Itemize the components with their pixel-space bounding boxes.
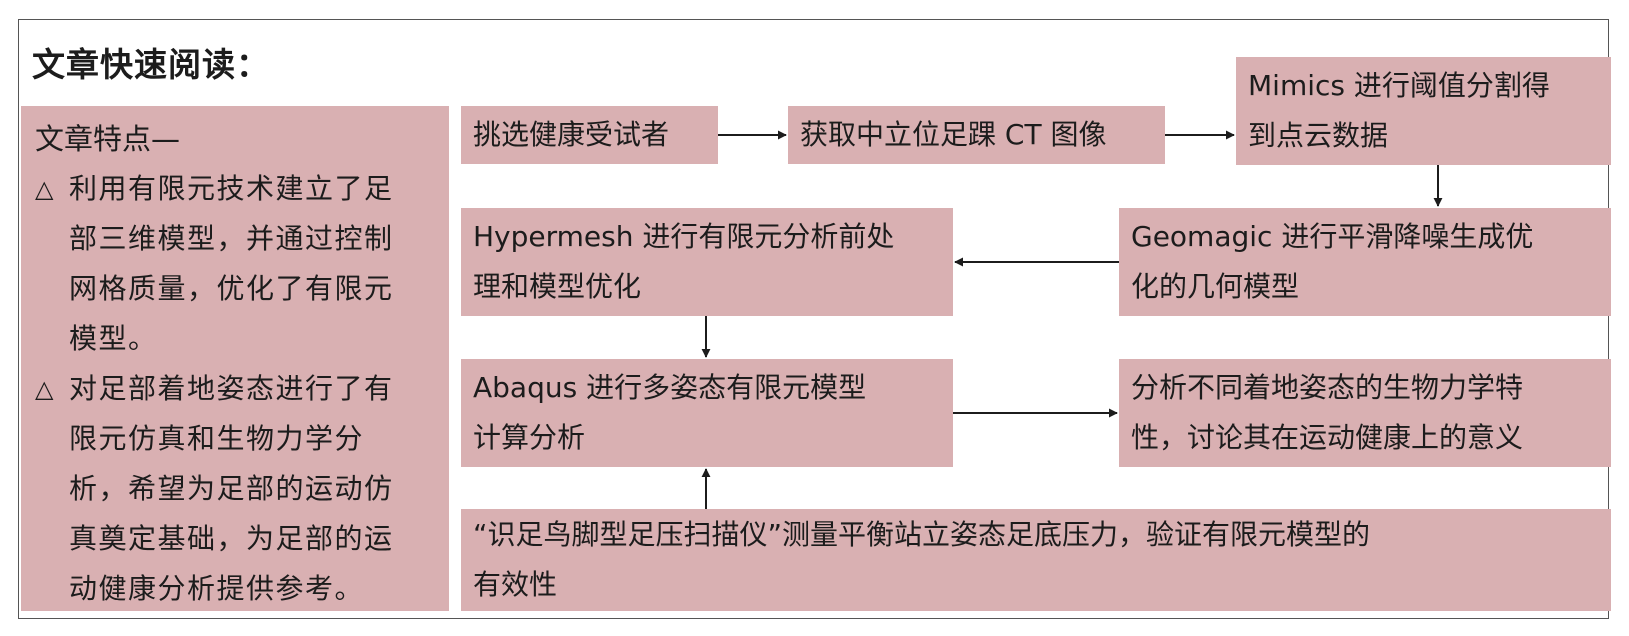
step-select-subjects: 挑选健康受试者 bbox=[461, 106, 718, 164]
step-text: 计算分析 bbox=[473, 421, 586, 454]
feature-line: 网格质量，优化了有限元 bbox=[69, 272, 394, 305]
step-text: Mimics 进行阈值分割得 bbox=[1248, 69, 1550, 102]
figure-frame bbox=[18, 19, 1609, 619]
step-ct-images: 获取中立位足踝 CT 图像 bbox=[788, 106, 1165, 164]
feature-line: 真奠定基础，为足部的运 bbox=[69, 522, 394, 555]
step-text: 性，讨论其在运动健康上的意义 bbox=[1131, 421, 1524, 454]
triangle-bullet-icon: △ bbox=[35, 175, 55, 203]
step-text: 理和模型优化 bbox=[473, 270, 642, 303]
step-text: 到点云数据 bbox=[1248, 119, 1389, 152]
step-analysis: 分析不同着地姿态的生物力学特 性，讨论其在运动健康上的意义 bbox=[1119, 359, 1611, 467]
feature-line: 对足部着地姿态进行了有 bbox=[69, 372, 394, 405]
step-mimics: Mimics 进行阈值分割得 到点云数据 bbox=[1236, 57, 1611, 165]
step-text: Geomagic 进行平滑降噪生成优 bbox=[1131, 220, 1534, 253]
step-text: “识足鸟脚型足压扫描仪”测量平衡站立姿态足底压力，验证有限元模型的 bbox=[473, 518, 1371, 551]
feature-line: 部三维模型，并通过控制 bbox=[69, 222, 394, 255]
features-heading: 文章特点— bbox=[35, 122, 181, 156]
step-hypermesh: Hypermesh 进行有限元分析前处 理和模型优化 bbox=[461, 208, 953, 316]
step-text: 有效性 bbox=[473, 568, 558, 601]
step-text: 获取中立位足踝 CT 图像 bbox=[800, 118, 1107, 151]
feature-line: 利用有限元技术建立了足 bbox=[69, 172, 394, 205]
step-text: 挑选健康受试者 bbox=[473, 118, 670, 151]
step-abaqus: Abaqus 进行多姿态有限元模型 计算分析 bbox=[461, 359, 953, 467]
step-text: 分析不同着地姿态的生物力学特 bbox=[1131, 371, 1524, 404]
features-panel: 文章特点— △ 利用有限元技术建立了足 部三维模型，并通过控制 网格质量，优化了… bbox=[21, 106, 449, 611]
step-scanner: “识足鸟脚型足压扫描仪”测量平衡站立姿态足底压力，验证有限元模型的 有效性 bbox=[461, 509, 1611, 611]
triangle-bullet-icon: △ bbox=[35, 375, 55, 403]
feature-bullet-1: △ 利用有限元技术建立了足 部三维模型，并通过控制 网格质量，优化了有限元 模型… bbox=[35, 164, 437, 364]
step-text: Abaqus 进行多姿态有限元模型 bbox=[473, 371, 867, 404]
step-text: Hypermesh 进行有限元分析前处 bbox=[473, 220, 895, 253]
step-geomagic: Geomagic 进行平滑降噪生成优 化的几何模型 bbox=[1119, 208, 1611, 316]
feature-line: 模型。 bbox=[69, 322, 158, 355]
page-title: 文章快速阅读： bbox=[32, 45, 270, 84]
feature-line: 析，希望为足部的运动仿 bbox=[69, 472, 394, 505]
step-text: 化的几何模型 bbox=[1131, 270, 1300, 303]
feature-line: 动健康分析提供参考。 bbox=[69, 572, 365, 605]
feature-line: 限元仿真和生物力学分 bbox=[69, 422, 365, 455]
feature-bullet-2: △ 对足部着地姿态进行了有 限元仿真和生物力学分 析，希望为足部的运动仿 真奠定… bbox=[35, 364, 437, 614]
